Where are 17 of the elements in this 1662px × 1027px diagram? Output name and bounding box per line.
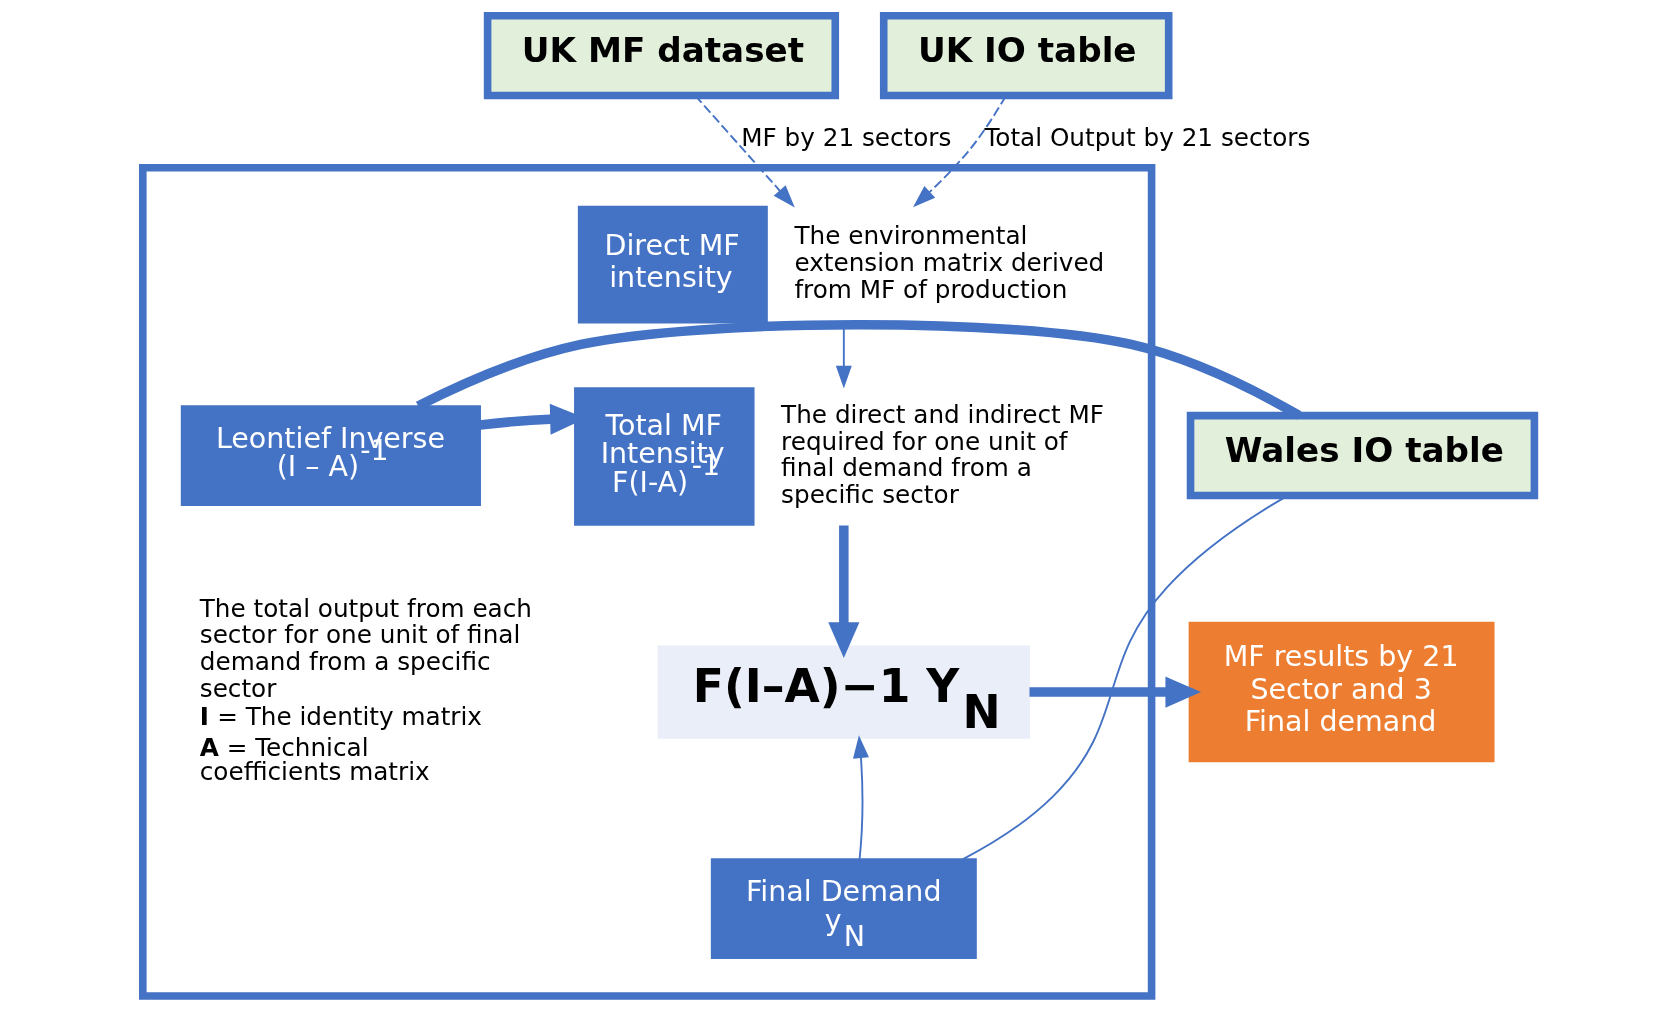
- node-label: The direct and indirect MF required for one unit of final demand from a specific sector: [781, 400, 1105, 509]
- node-box: MF results by 21 Sector and 3 Final demand: [1188, 621, 1495, 763]
- edge-label: Total Output by 21 sectors: [984, 122, 1311, 152]
- arrow: [1029, 676, 1202, 708]
- arrow: [828, 525, 860, 658]
- cluster: [139, 163, 1156, 1000]
- connector: [416, 319, 1302, 420]
- node-box: UK IO table: [879, 11, 1173, 100]
- node-box: UK MF dataset: [483, 11, 840, 100]
- arrow: [853, 735, 869, 860]
- node-box: Wales IO table: [1186, 411, 1539, 500]
- node-label: I = The identity matrix: [199, 702, 482, 732]
- node-label: The total output from each sector for one unit of final demand from a specific sector: [199, 593, 532, 703]
- node-label: The environmental extension matrix derived from MF of production: [794, 221, 1105, 304]
- node-label: A = Technical coefficients matrix: [199, 732, 430, 787]
- edge-label: MF by 21 sectors: [741, 122, 952, 152]
- node-box: Direct MF intensity: [577, 205, 768, 324]
